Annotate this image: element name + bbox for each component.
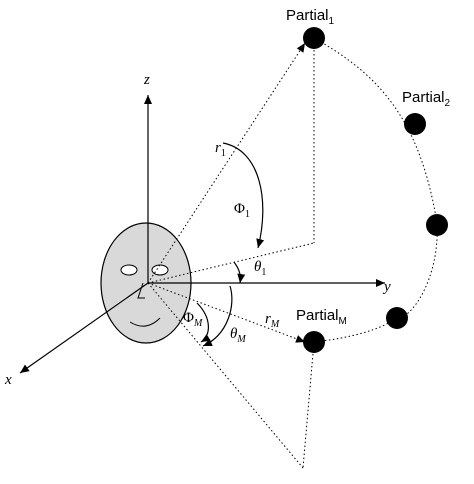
x-axis xyxy=(19,282,149,374)
partial-1-dot xyxy=(303,27,325,49)
partial-M-label: PartialM xyxy=(296,307,347,327)
phiM-label: ΦM xyxy=(183,310,203,329)
phi1-arc xyxy=(222,142,265,249)
partial-3-dot xyxy=(426,214,448,236)
partial-M-dot xyxy=(303,331,325,353)
right-eye xyxy=(151,264,169,276)
theta1-label: θ1 xyxy=(254,259,266,278)
projection-line-M-left xyxy=(147,282,304,469)
projection-line-M-right xyxy=(302,341,315,469)
partials-arc xyxy=(313,37,438,343)
partial-2-dot xyxy=(404,113,426,135)
partial-2-label: Partial2 xyxy=(402,89,451,109)
theta1-arc xyxy=(233,261,246,284)
mouth xyxy=(129,317,161,327)
projection-line-1 xyxy=(147,242,315,284)
y-axis-label: y xyxy=(382,279,391,295)
thetaM-label: θM xyxy=(230,326,246,345)
thetaM-arc xyxy=(202,285,233,347)
r1-label: r1 xyxy=(215,140,226,159)
phi1-label: Φ1 xyxy=(234,201,250,220)
x-axis-label: x xyxy=(4,372,12,388)
partial-4-dot xyxy=(386,307,408,329)
rM-label: rM xyxy=(265,311,280,330)
partial-1-label: Partial1 xyxy=(286,7,335,27)
left-eye xyxy=(120,264,138,276)
z-axis-label: z xyxy=(143,72,150,88)
